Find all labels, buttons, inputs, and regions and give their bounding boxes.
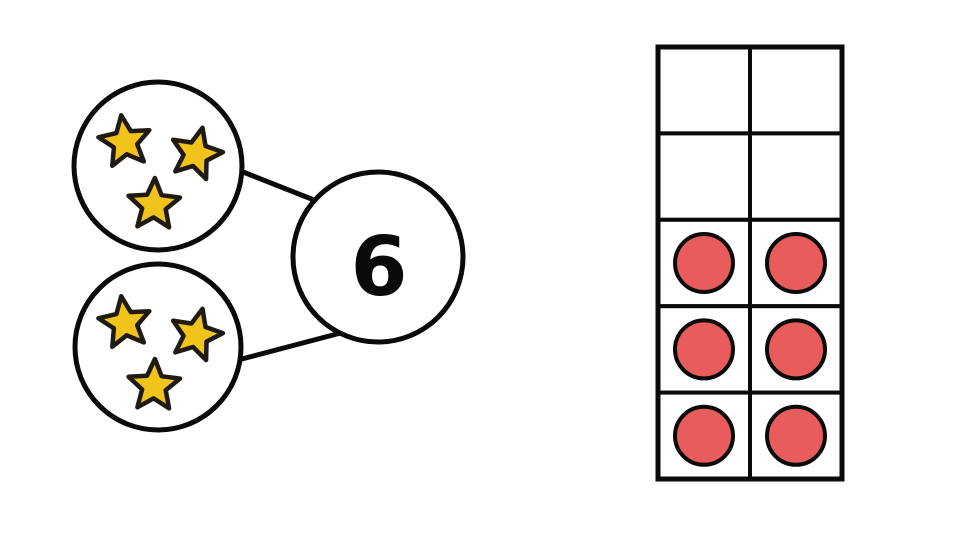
counter-dot: [765, 404, 827, 467]
ten-frame-cell: [748, 45, 844, 136]
stars-group-top: [96, 113, 226, 230]
star-icon: [170, 306, 226, 363]
counter-dot: [673, 232, 735, 294]
counter-dot: [673, 318, 735, 381]
counter-dot: [765, 232, 827, 294]
counter-dot: [673, 404, 735, 467]
ten-frame-cell: [656, 131, 752, 222]
star-icon: [96, 294, 152, 350]
star-icon: [126, 175, 183, 230]
star-icon: [170, 125, 226, 182]
whole-circle: [290, 169, 466, 345]
bond-connector-bottom: [235, 327, 355, 363]
star-icon: [126, 356, 183, 411]
star-icon: [96, 113, 152, 169]
ten-frame-border: [655, 44, 845, 482]
part-circle-top: [71, 79, 245, 253]
ten-frame-cell: [748, 131, 844, 222]
counter-dot: [765, 318, 827, 381]
stars-group-bottom: [96, 294, 226, 411]
ten-frame-cell: [656, 45, 752, 136]
whole-number-label: 6: [350, 220, 407, 315]
number-bond: 6: [71, 79, 466, 433]
ten-frame: [655, 44, 845, 482]
part-circle-bottom: [72, 261, 244, 433]
